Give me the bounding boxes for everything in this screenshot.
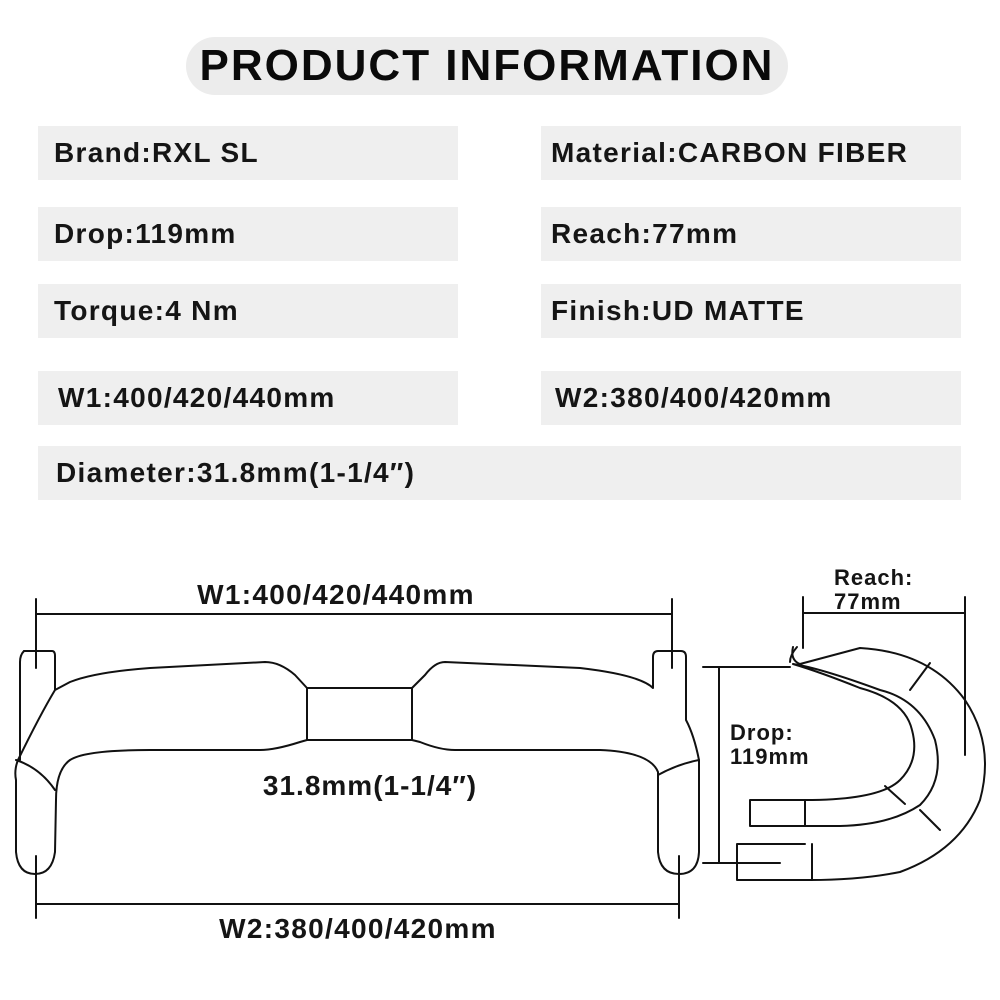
handlebar-side-view [702,596,986,881]
reach-label-line2: 77mm [834,589,902,614]
w1-dimension-line [35,598,673,669]
spec-w1: W1:400/420/440mm [38,371,458,425]
spec-reach: Reach:77mm [541,207,961,261]
spec-material: Material:CARBON FIBER [541,126,961,180]
spec-torque: Torque:4 Nm [38,284,458,338]
spec-diameter: Diameter:31.8mm(1-1/4″) [38,446,961,500]
w2-dimension-label: W2:380/400/420mm [219,913,497,944]
drop-label-line2: 119mm [730,744,810,769]
spec-brand: Brand:RXL SL [38,126,458,180]
page-title: PRODUCT INFORMATION [186,37,788,95]
spec-drop: Drop:119mm [38,207,458,261]
drop-label-line1: Drop: [730,720,794,745]
handlebar-front-view [14,650,700,875]
reach-label-line1: Reach: [834,565,913,590]
spec-w2: W2:380/400/420mm [541,371,961,425]
clamp-diameter-label: 31.8mm(1-1/4″) [263,770,477,801]
w2-dimension-line [35,855,680,919]
spec-finish: Finish:UD MATTE [541,284,961,338]
w1-dimension-label: W1:400/420/440mm [197,579,475,610]
